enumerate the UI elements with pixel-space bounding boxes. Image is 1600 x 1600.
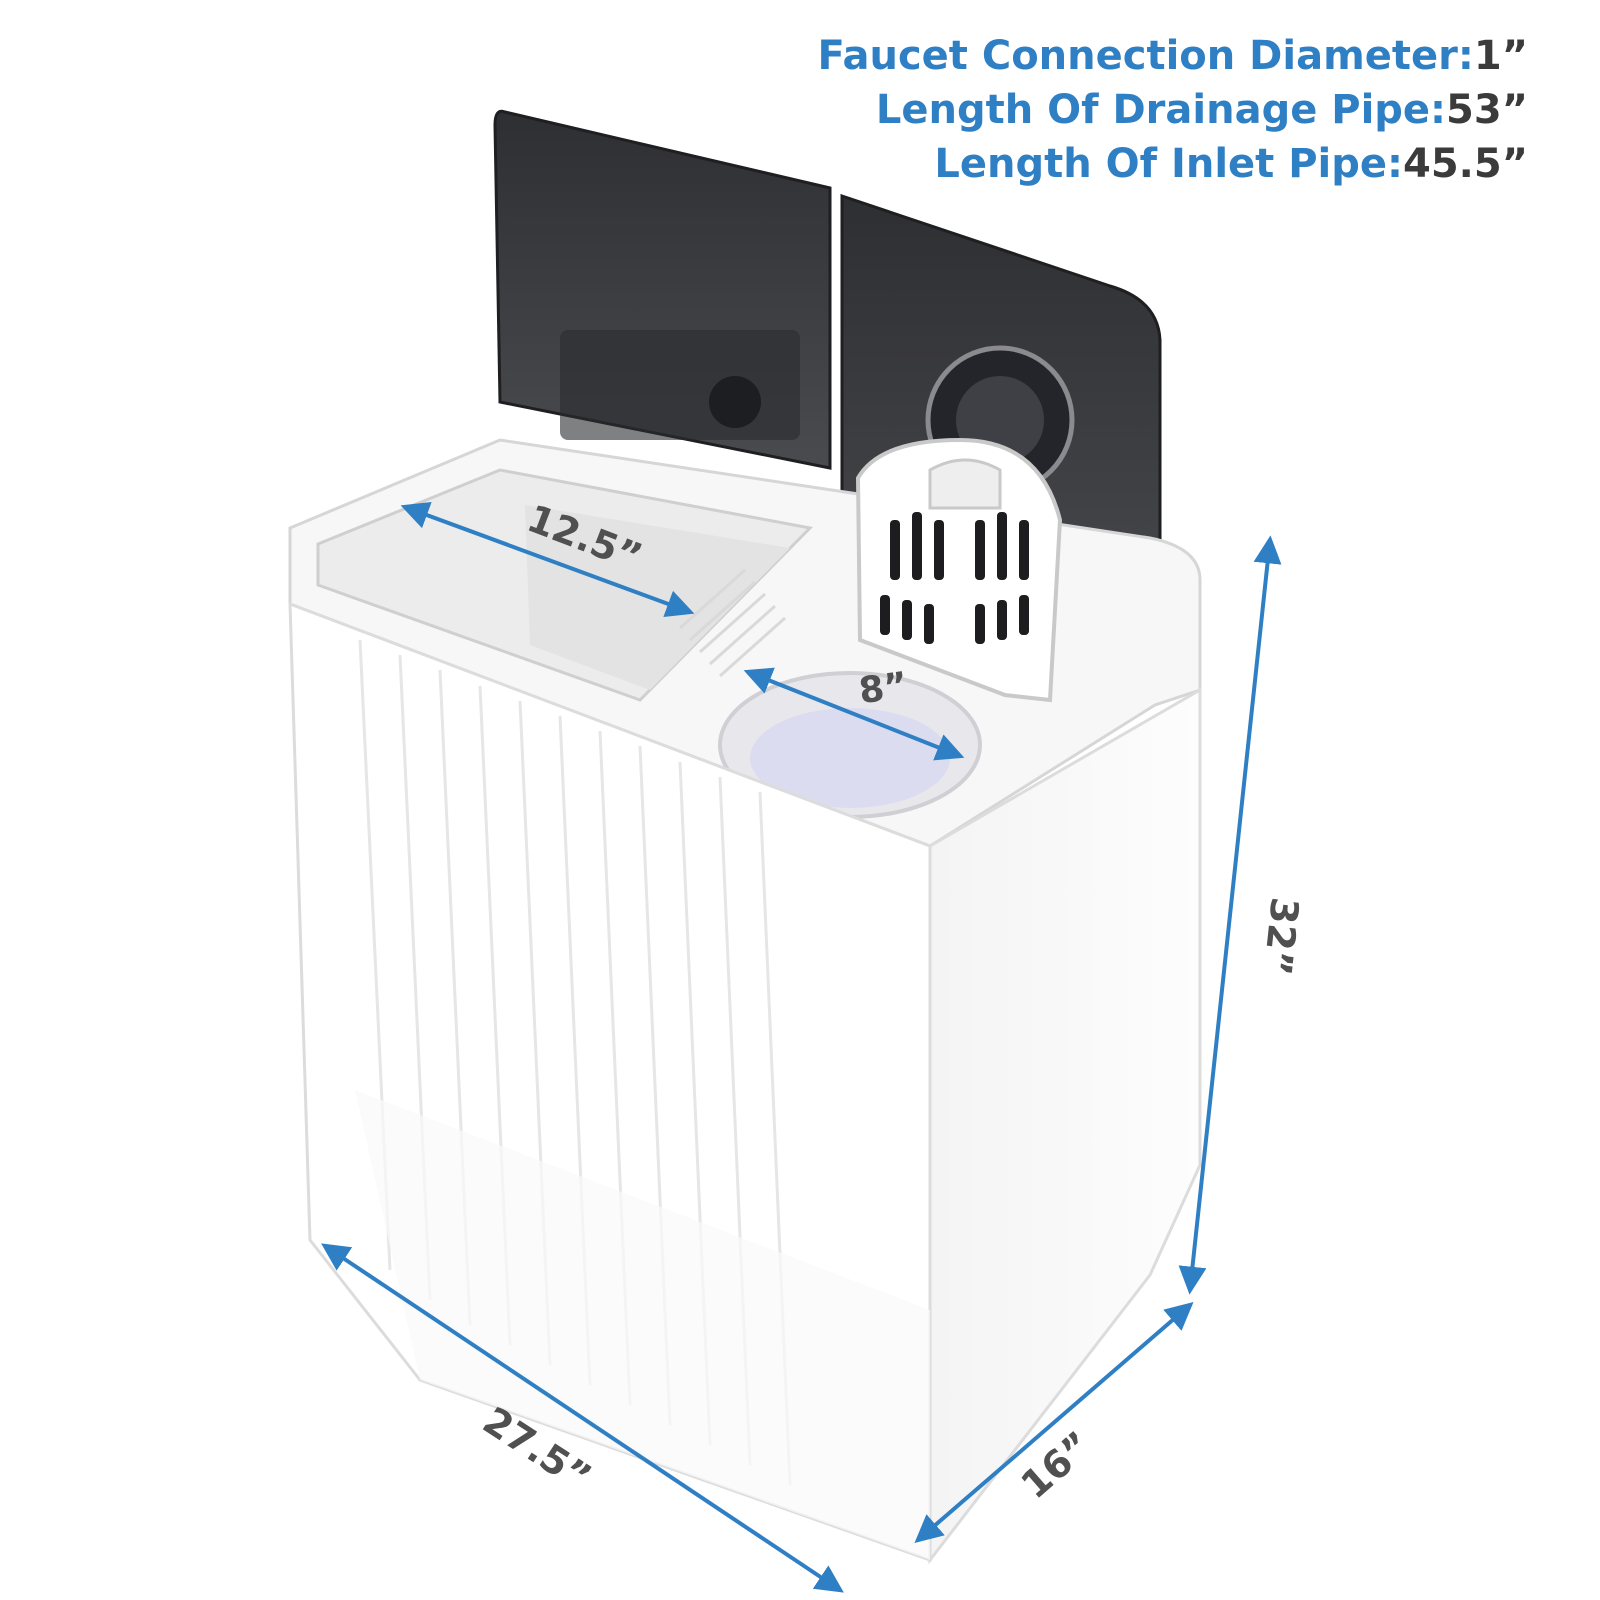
- height-arrow: [1178, 535, 1282, 1295]
- spec-label: Length Of Inlet Pipe:: [934, 141, 1404, 187]
- wash-tub-width-arrow: [400, 501, 695, 618]
- spec-faucet-diameter: Faucet Connection Diameter:1”: [818, 36, 1529, 76]
- spec-value: 53”: [1446, 87, 1528, 133]
- width-arrow: [321, 1243, 844, 1593]
- spec-value: 1”: [1473, 33, 1528, 79]
- spin-tub-diameter-arrow: [743, 667, 965, 761]
- spin-tub-diameter-label: 8”: [856, 665, 910, 712]
- spec-label: Faucet Connection Diameter:: [817, 33, 1474, 79]
- depth-arrow: [914, 1301, 1194, 1544]
- spec-drainage-pipe-length: Length Of Drainage Pipe:53”: [876, 90, 1528, 130]
- lid-wash: [493, 109, 832, 470]
- spec-inlet-pipe-length: Length Of Inlet Pipe:45.5”: [934, 144, 1528, 184]
- spec-label: Length Of Drainage Pipe:: [875, 87, 1447, 133]
- washboard-ridges: [679, 568, 786, 678]
- spin-basket-cover: [855, 437, 1063, 703]
- height-label: 32”: [1255, 895, 1307, 977]
- spec-value: 45.5”: [1403, 141, 1528, 187]
